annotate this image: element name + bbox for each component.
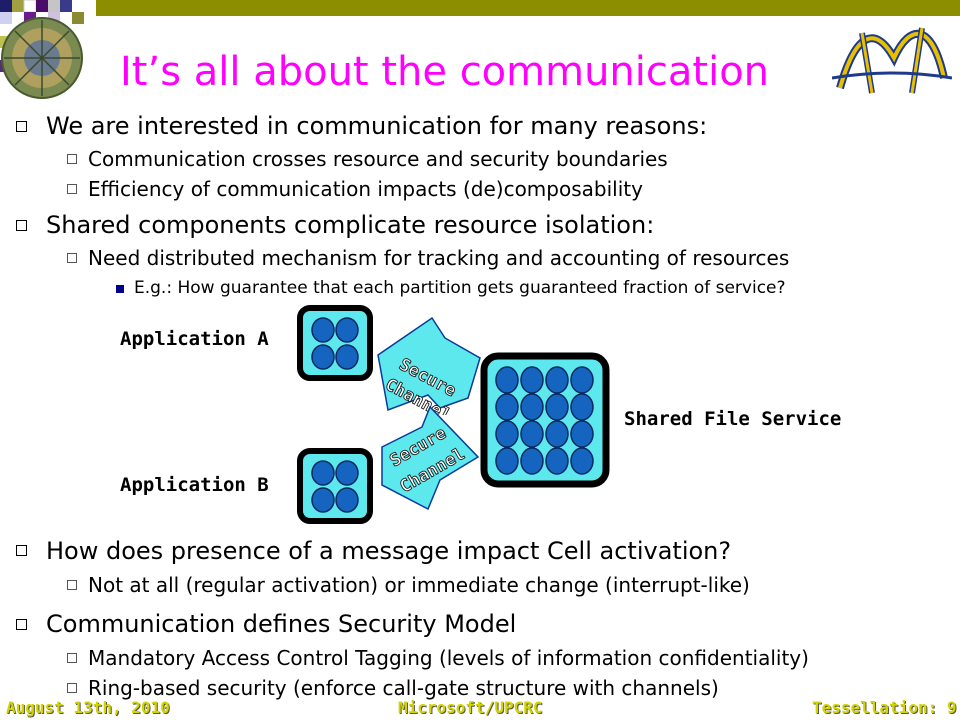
bullet-l2: Efficiency of communication impacts (de)… bbox=[88, 177, 643, 201]
bullet-l2: Ring-based security (enforce call-gate s… bbox=[88, 676, 719, 700]
bullet-square-icon bbox=[67, 154, 77, 164]
shared-file-service-cell bbox=[480, 352, 610, 488]
bullet-square-icon bbox=[67, 184, 77, 194]
application-b-label: Application B bbox=[120, 474, 269, 496]
logo-bridge-icon bbox=[832, 27, 952, 94]
bullet-l1: Communication defines Security Model bbox=[46, 610, 517, 638]
bullet-square-icon bbox=[16, 545, 27, 556]
bullet-l3: E.g.: How guarantee that each partition … bbox=[134, 278, 786, 298]
shared-file-service-label: Shared File Service bbox=[624, 408, 842, 430]
secure-channel-bottom-arrow: Secure Channel bbox=[381, 405, 480, 511]
bullet-square-icon bbox=[67, 253, 77, 263]
bullet-square-icon bbox=[116, 285, 124, 293]
footer-org: Microsoft/UPCRC bbox=[398, 698, 543, 717]
bullet-square-icon bbox=[16, 121, 27, 132]
bullet-square-icon bbox=[67, 683, 77, 693]
bullet-l1: We are interested in communication for m… bbox=[46, 112, 708, 140]
bullet-l2: Mandatory Access Control Tagging (levels… bbox=[88, 646, 809, 670]
logo-mosaic-icon bbox=[0, 0, 84, 99]
bullet-l2: Not at all (regular activation) or immed… bbox=[88, 573, 750, 597]
bullet-l1: Shared components complicate resource is… bbox=[46, 211, 655, 239]
bullet-l2: Communication crosses resource and secur… bbox=[88, 147, 668, 171]
application-b-cell bbox=[297, 448, 373, 524]
bullet-square-icon bbox=[16, 220, 27, 231]
footer-date: August 13th, 2010 bbox=[6, 698, 170, 717]
slide-title: It’s all about the communication bbox=[120, 49, 770, 95]
bullet-square-icon bbox=[67, 653, 77, 663]
footer-page-number: Tessellation: 9 bbox=[812, 698, 957, 717]
application-a-cell bbox=[297, 305, 373, 381]
bullet-square-icon bbox=[67, 580, 77, 590]
secure-channel-top-arrow: Secure Channel bbox=[377, 316, 481, 415]
bullet-l2: Need distributed mechanism for tracking … bbox=[88, 246, 790, 270]
bullet-square-icon bbox=[16, 619, 27, 630]
top-accent-bar bbox=[96, 0, 960, 16]
application-a-label: Application A bbox=[120, 328, 269, 350]
bullet-l1: How does presence of a message impact Ce… bbox=[46, 537, 732, 565]
